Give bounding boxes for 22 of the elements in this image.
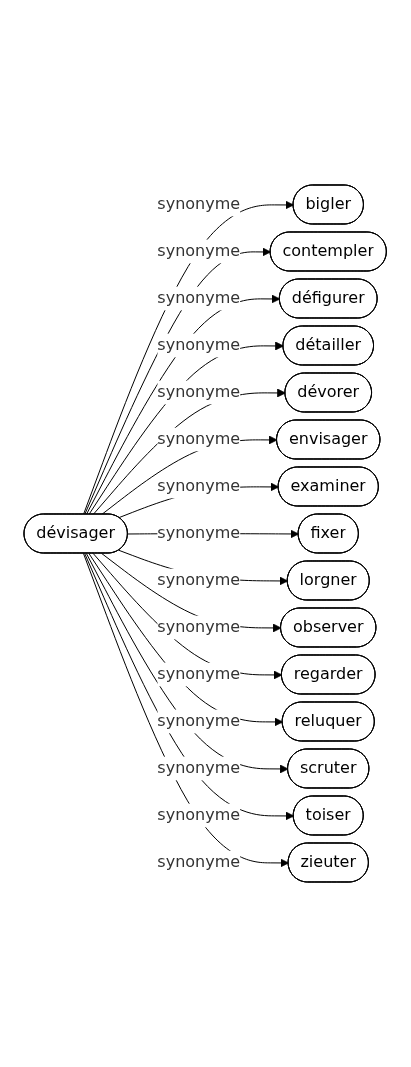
arrow	[86, 553, 289, 774]
edge-label: synonyme	[157, 476, 241, 496]
edge-label: synonyme	[157, 758, 241, 778]
arrow	[86, 294, 281, 515]
edge-label: synonyme	[157, 382, 241, 402]
edge-label: synonyme	[157, 523, 241, 543]
edge-label: synonyme	[157, 711, 241, 731]
edge-label: synonyme	[157, 429, 241, 449]
arrow	[93, 553, 283, 680]
arrow	[88, 553, 284, 727]
edge-label: synonyme	[157, 852, 241, 872]
edge-label: synonyme	[157, 805, 241, 825]
edge-label: synonyme	[157, 335, 241, 355]
arrow	[101, 435, 278, 515]
edge-label: synonyme	[157, 194, 241, 214]
edge-label: synonyme	[157, 664, 241, 684]
edge-label: synonyme	[157, 617, 241, 637]
edge-label: synonyme	[157, 570, 241, 590]
arrow	[101, 553, 282, 633]
edge-label: synonyme	[157, 241, 241, 261]
arrow	[88, 341, 285, 515]
edge-label: synonyme	[157, 288, 241, 308]
